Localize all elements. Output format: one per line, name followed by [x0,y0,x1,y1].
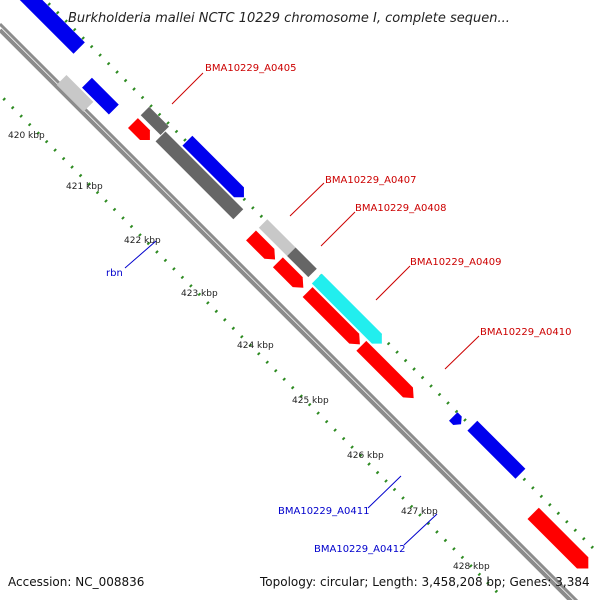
gene-label-a0408[interactable]: BMA10229_A0408 [355,203,446,214]
kbp-label-420: 420 kbp [8,131,45,141]
accession-text: Accession: NC_008836 [8,575,144,589]
gene-label-a0412[interactable]: BMA10229_A0412 [314,544,405,555]
leader-rbn [124,240,157,269]
gene-label-a0411[interactable]: BMA10229_A0411 [278,506,369,517]
map-title: Burkholderia mallei NCTC 10229 chromosom… [68,11,510,26]
leader-a0411 [367,475,402,509]
gene-label-a0410[interactable]: BMA10229_A0410 [480,327,571,338]
backbone-line-outer [0,22,579,600]
leader-a0412 [403,513,438,546]
gene-red-bottom[interactable] [527,507,594,574]
gene-lightgray-a0407[interactable] [258,219,296,256]
gene-blue-1[interactable] [16,0,85,54]
gene-label-rbn[interactable]: rbn [106,268,123,279]
gene-lightgray-1[interactable] [56,74,94,112]
backbone-line-inner [0,28,573,600]
gene-red-a0409[interactable] [302,287,365,349]
kbp-label-426: 426 kbp [347,451,384,461]
kbp-label-421: 421 kbp [66,182,103,192]
gene-darkgray-a0405[interactable] [140,106,169,136]
kbp-label-428: 428 kbp [453,562,490,572]
kbp-label-423: 423 kbp [181,289,218,299]
kbp-label-427: 427 kbp [401,507,438,517]
gene-label-a0409[interactable]: BMA10229_A0409 [410,257,501,268]
gene-red-a0405[interactable] [127,118,155,145]
leader-a0408 [320,211,356,247]
leader-a0410 [444,335,480,370]
topology-text: Topology: circular; Length: 3,458,208 bp… [259,575,590,589]
gene-red-a0407[interactable] [246,230,280,265]
gene-label-a0405[interactable]: BMA10229_A0405 [205,63,296,74]
gene-blue-rbn[interactable] [182,135,248,202]
leader-a0407 [289,182,325,217]
leader-a0405 [171,72,204,105]
kbp-label-422: 422 kbp [124,236,161,246]
gene-darkgray-a0408[interactable] [287,247,317,278]
kbp-label-425: 425 kbp [292,396,329,406]
kbp-label-424: 424 kbp [237,341,274,351]
gene-blue-2[interactable] [82,77,119,115]
gene-cyan-a0409[interactable] [311,273,387,349]
gene-red-a0408[interactable] [272,257,308,292]
leader-a0409 [375,265,411,301]
gene-red-a0410[interactable] [356,340,418,403]
gene-blue-a0411[interactable] [449,412,465,428]
gene-blue-a0412[interactable] [467,420,526,479]
gene-darkgray-2[interactable] [155,131,244,220]
gene-label-a0407[interactable]: BMA10229_A0407 [325,175,416,186]
